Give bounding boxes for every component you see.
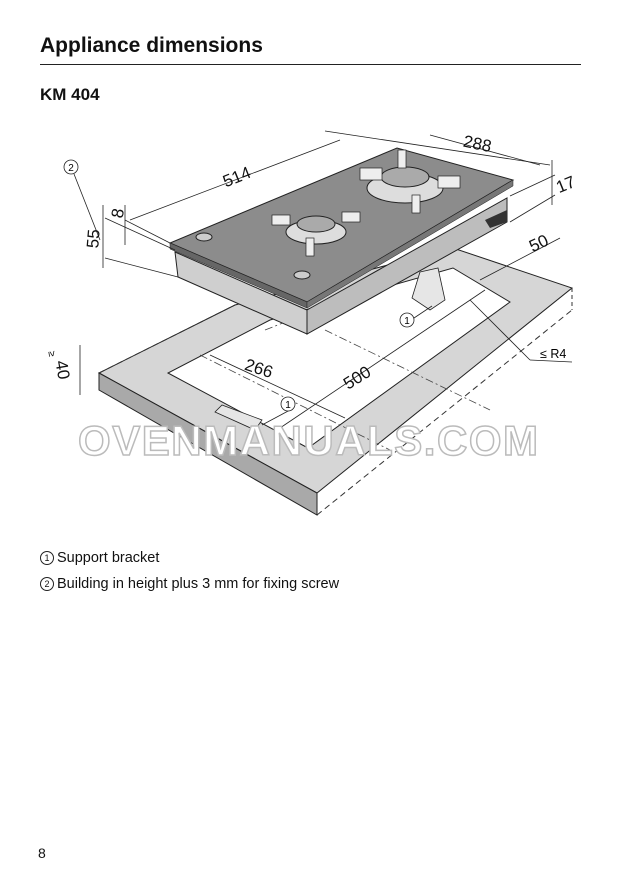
legend-text: Support bracket — [57, 550, 160, 566]
corner-radius: ≤ R4 — [540, 347, 566, 361]
dimension-width: 514 — [220, 163, 253, 191]
burner-large — [359, 149, 461, 214]
legend-item-2: 2 Building in height plus 3 mm for fixin… — [40, 576, 339, 592]
min-symbol: ≥ — [45, 350, 57, 358]
dimension-rear-clearance: 50 — [526, 231, 551, 256]
callout-1-lower: 1 — [280, 396, 296, 412]
hob — [168, 147, 515, 335]
dimension-lines — [73, 130, 573, 429]
control-knob — [195, 232, 213, 242]
callout-number: 1 — [40, 551, 54, 565]
svg-text:2: 2 — [68, 163, 74, 174]
svg-text:1: 1 — [285, 400, 291, 411]
model-heading: KM 404 — [40, 85, 100, 104]
dimension-countertop: 40 — [51, 359, 73, 381]
dimension-top-thickness: 8 — [108, 207, 128, 220]
title-divider — [40, 64, 581, 65]
control-knob — [293, 270, 311, 280]
callout-number: 2 — [40, 577, 54, 591]
burner-small — [271, 211, 361, 257]
svg-text:1: 1 — [404, 316, 410, 327]
callout-1-upper: 1 — [399, 312, 415, 328]
legend-text: Building in height plus 3 mm for fixing … — [57, 576, 340, 592]
dimension-top-rim: 17 — [553, 172, 578, 197]
page-title: Appliance dimensions — [40, 34, 263, 57]
support-bracket — [214, 267, 446, 431]
watermark: OVENMANUALS.COM — [78, 417, 540, 464]
dimension-height: 55 — [83, 228, 104, 249]
legend-item-1: 1 Support bracket — [40, 550, 159, 566]
callout-2: 2 — [63, 159, 79, 175]
page-number: 8 — [38, 845, 46, 861]
